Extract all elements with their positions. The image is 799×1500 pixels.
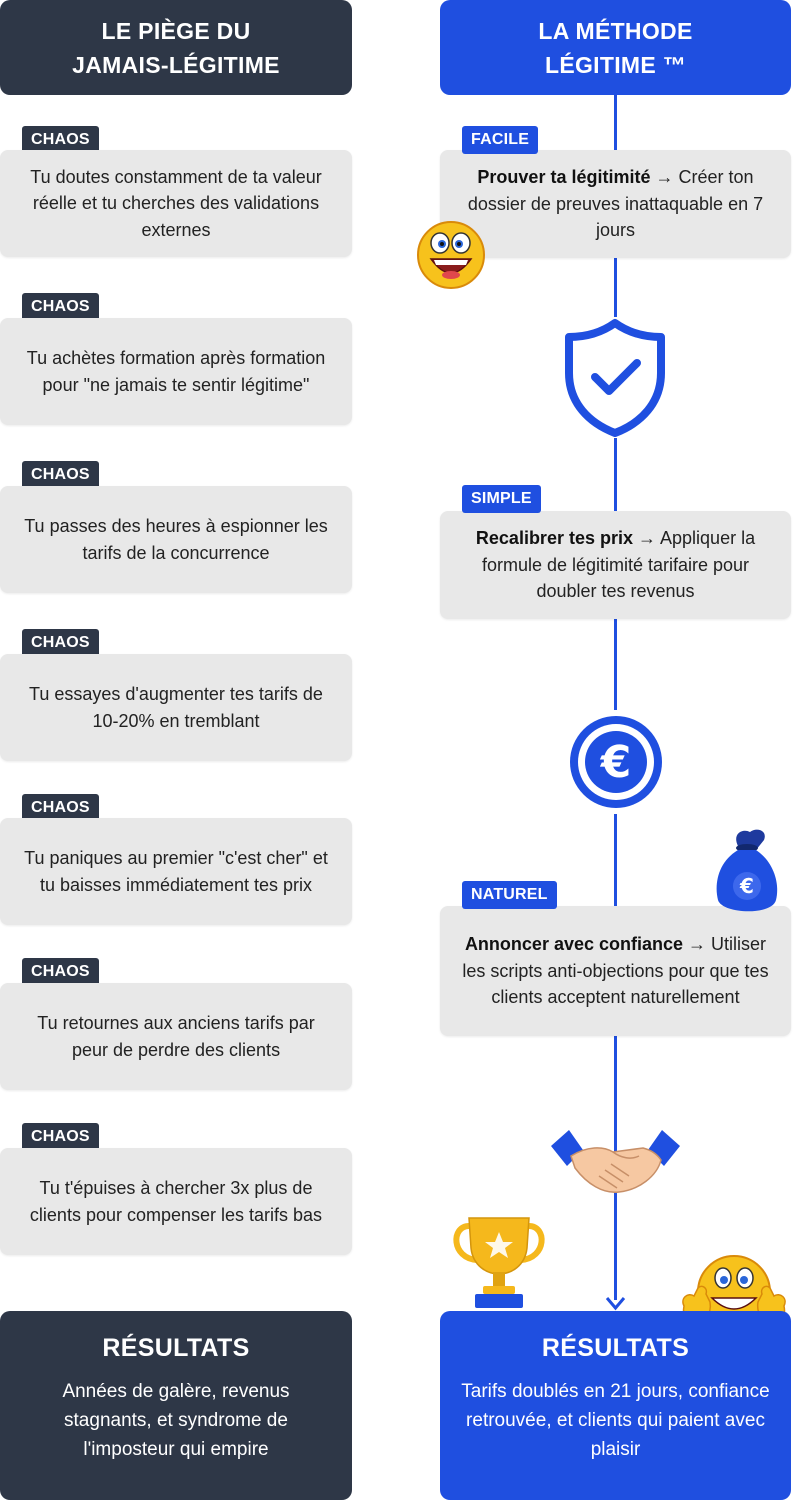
laughing-emoji-icon [414,215,488,291]
method-step-arrow: → [655,167,674,188]
chaos-text: Tu paniques au premier "c'est cher" et t… [24,848,328,895]
chaos-card: Tu paniques au premier "c'est cher" et t… [0,818,352,925]
chaos-text: Tu essayes d'augmenter tes tarifs de 10-… [29,684,323,731]
trophy-icon [447,1214,551,1312]
chaos-card: Tu t'épuises à chercher 3x plus de clien… [0,1148,352,1255]
method-step-text: Utiliser les scripts anti-objections pou… [462,934,769,1008]
method-step-arrow: → [638,528,656,549]
chaos-card: Tu retournes aux anciens tarifs par peur… [0,983,352,1090]
chaos-card: Tu achètes formation après formation pou… [0,318,352,425]
euro-coin-icon: € [563,710,669,814]
method-step-card: Prouver ta légitimité → Créer ton dossie… [440,150,791,258]
chaos-text: Tu t'épuises à chercher 3x plus de clien… [29,1178,323,1225]
chaos-tag: CHAOS [22,126,99,154]
left-header-line1: LE PIÈGE DU [101,17,251,44]
chaos-card: Tu essayes d'augmenter tes tarifs de 10-… [0,654,352,761]
chaos-tag: CHAOS [22,461,99,489]
method-step-text: Créer ton dossier de preuves inattaquabl… [467,167,764,241]
results-left-title: RÉSULTATS [102,1334,250,1362]
method-step-card: Recalibrer tes prix → Appliquer la formu… [440,511,791,619]
handshake-icon [547,1124,684,1200]
chaos-text: Tu retournes aux anciens tarifs par peur… [37,1013,315,1060]
chaos-text: Tu doutes constamment de ta valeur réell… [30,166,322,240]
method-step-title: Annoncer avec confiance [464,934,684,955]
chaos-tag: CHAOS [22,958,99,986]
method-step-card: Annoncer avec confiance → Utiliser les s… [440,906,791,1036]
method-tag: FACILE [462,126,539,154]
left-column-header: LE PIÈGE DU JAMAIS-LÉGITIME [0,0,352,95]
chaos-tag: CHAOS [22,794,99,822]
results-right-title: RÉSULTATS [541,1334,690,1362]
timeline-line [614,95,617,1300]
chaos-text: Tu achètes formation après formation pou… [26,348,326,395]
chaos-text: Tu passes des heures à espionner les tar… [24,516,328,563]
results-right-text: Tarifs doublés en 21 jours, confiance re… [461,1381,770,1460]
results-left-panel: RÉSULTATS Années de galère, revenus stag… [0,1311,352,1500]
chaos-card: Tu passes des heures à espionner les tar… [0,486,352,593]
money-bag-symbol: € [739,874,754,898]
chaos-tag: CHAOS [22,293,99,321]
right-column-header: LA MÉTHODE LÉGITIME ™ [440,0,791,95]
method-step-title: Recalibrer tes prix [475,528,633,549]
chaos-card: Tu doutes constamment de ta valeur réell… [0,150,352,257]
results-left-text: Années de galère, revenus stagnants, et … [62,1381,290,1460]
method-step-title: Prouver ta légitimité [477,167,651,188]
euro-symbol: € [600,737,632,788]
money-bag-icon: € [712,826,782,918]
shield-check-icon [563,317,667,438]
results-right-panel: RÉSULTATS Tarifs doublés en 21 jours, co… [440,1311,791,1500]
method-tag: NATUREL [462,881,557,909]
right-header-line2: LÉGITIME ™ [545,51,686,78]
method-tag: SIMPLE [462,485,541,513]
method-step-arrow: → [688,934,707,955]
timeline-arrow-icon [605,1297,626,1311]
chaos-tag: CHAOS [22,1123,99,1151]
left-header-line2: JAMAIS-LÉGITIME [72,51,280,78]
method-step-text: Appliquer la formule de légitimité tarif… [481,528,756,602]
chaos-tag: CHAOS [22,629,99,657]
right-header-line1: LA MÉTHODE [538,17,693,44]
